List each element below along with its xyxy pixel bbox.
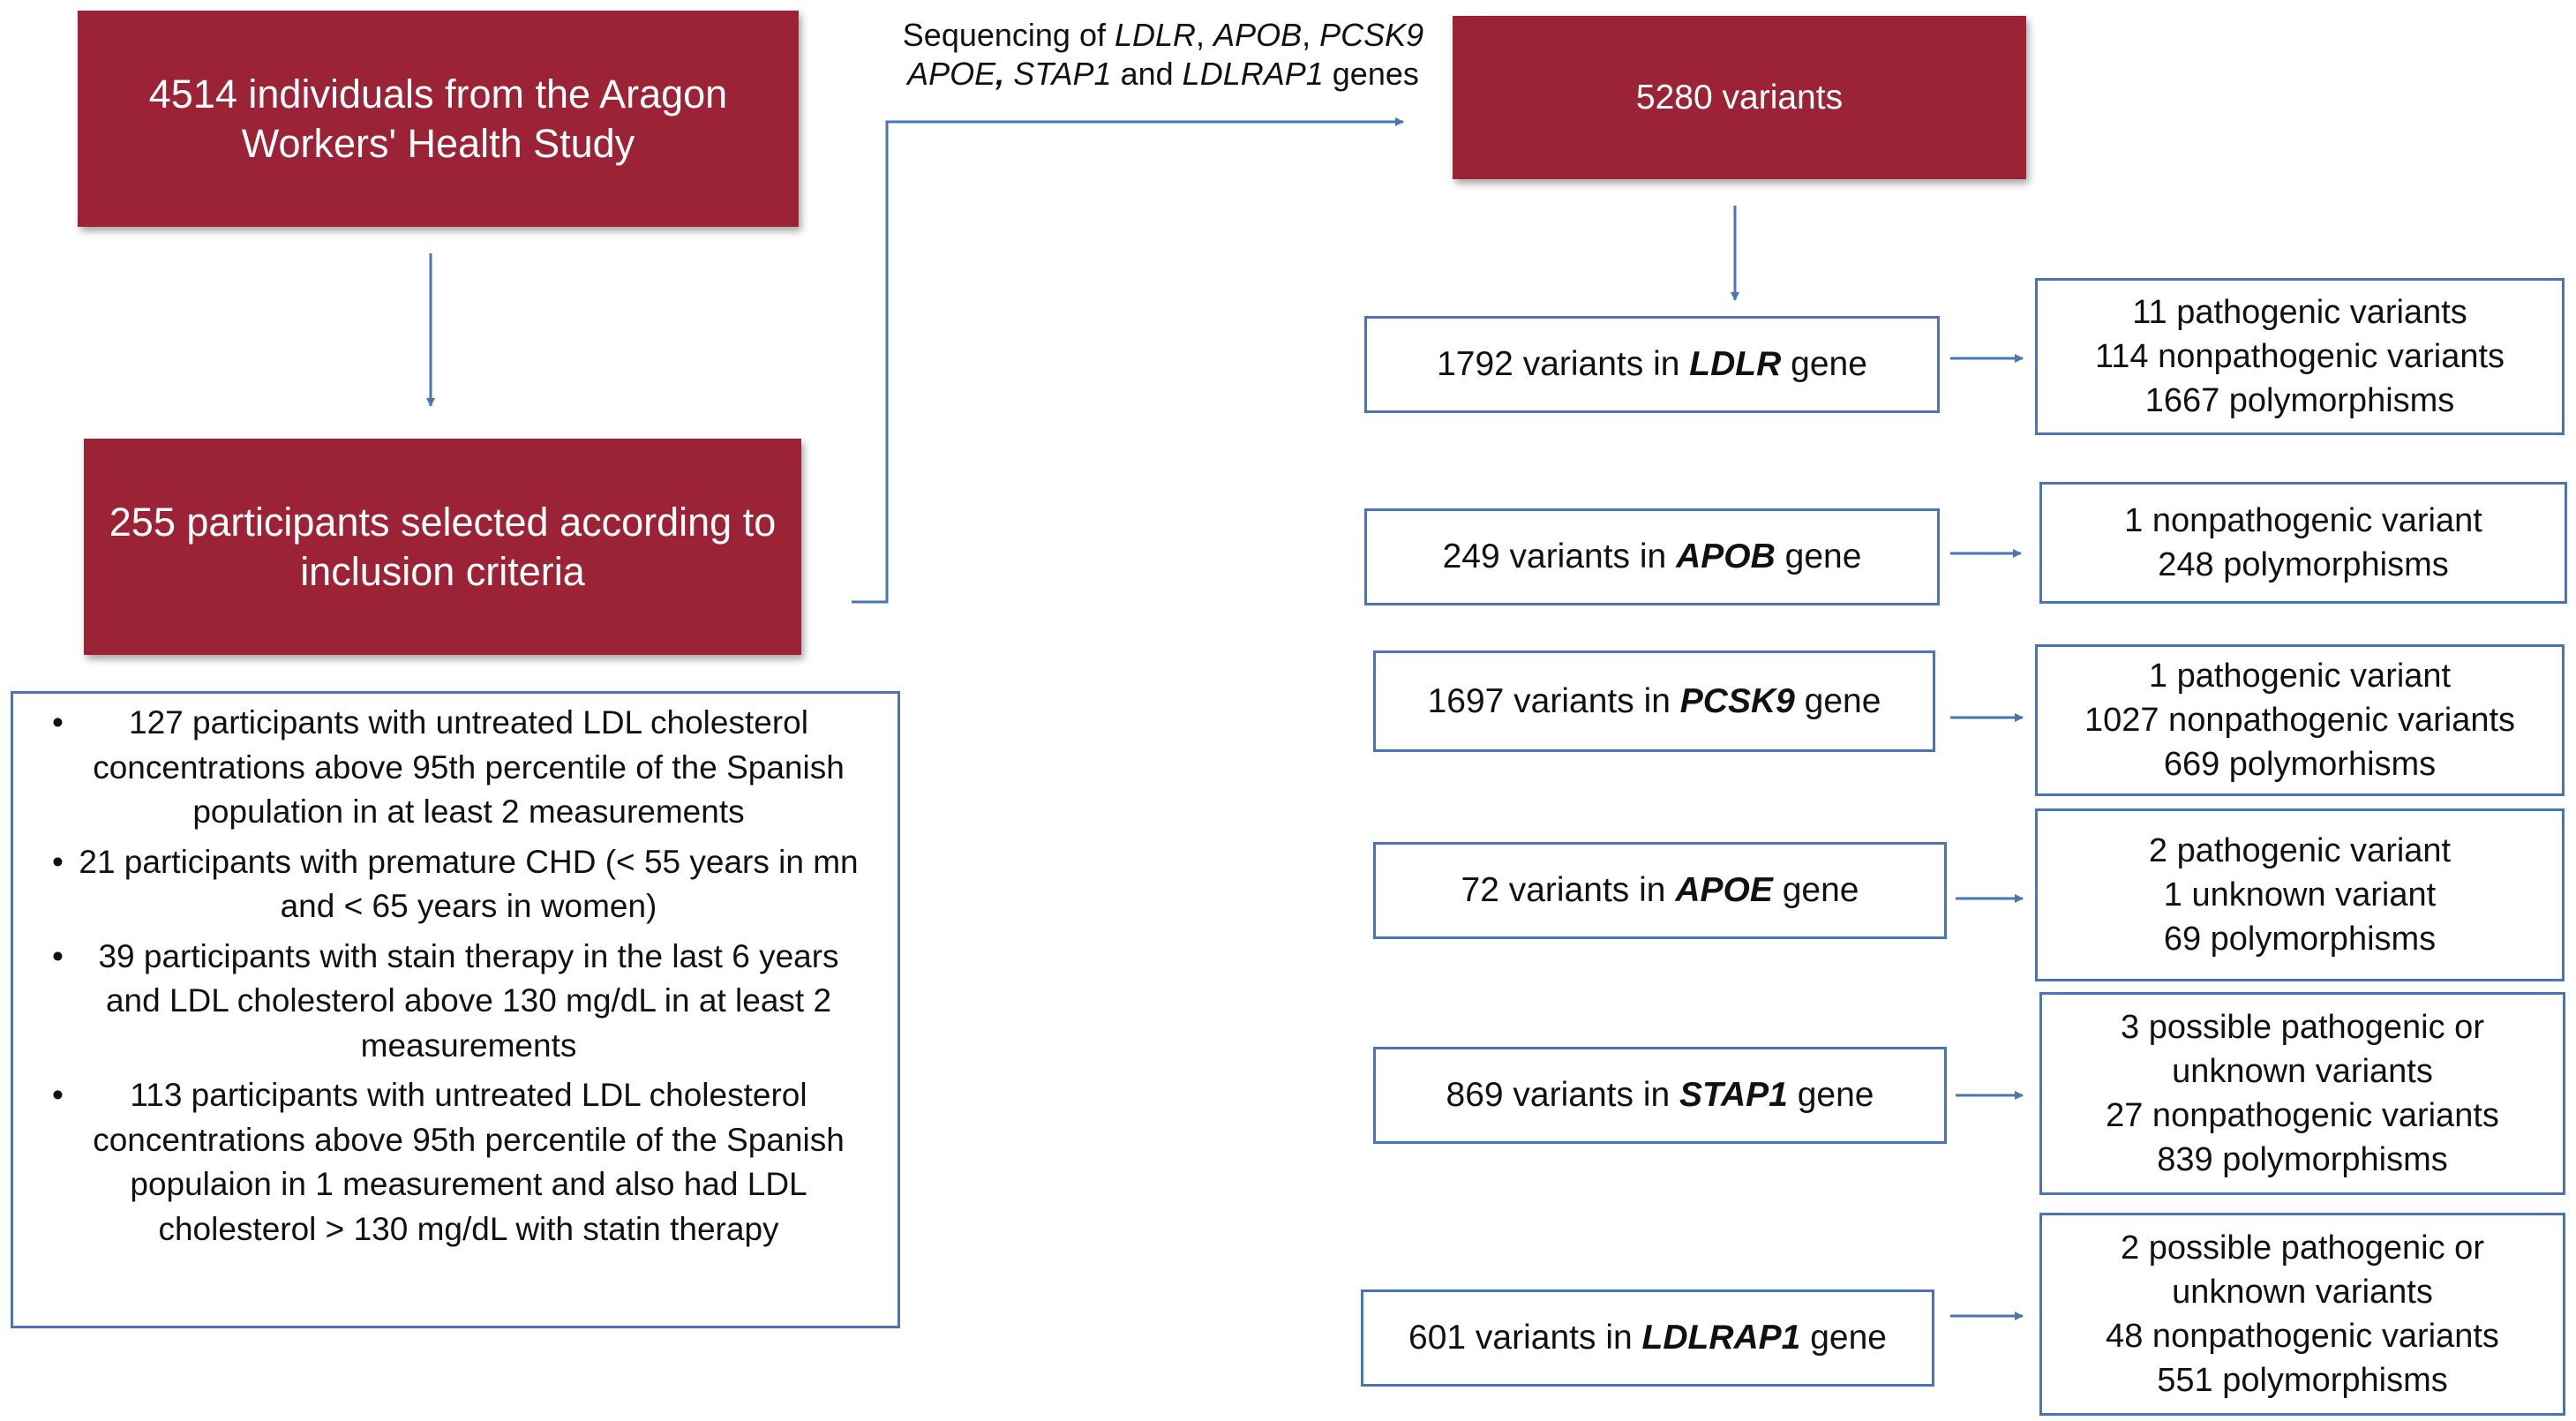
result-box-pcsk9: 1 pathogenic variant 1027 nonpathogenic … — [2035, 644, 2565, 796]
criteria-item: 127 participants with untreated LDL chol… — [40, 701, 862, 835]
gene-box-ldlr: 1792 variants in LDLR gene — [1364, 316, 1940, 413]
arrow-selected-to-variants — [852, 117, 1404, 604]
result-box-apob: 1 nonpathogenic variant 248 polymorphism… — [2039, 482, 2567, 604]
criteria-item: 39 participants with stain therapy in th… — [40, 935, 862, 1069]
result-box-ldlr: 11 pathogenic variants 114 nonpathogenic… — [2035, 278, 2565, 435]
start-box: 4514 individuals from the Aragon Workers… — [78, 11, 799, 227]
criteria-box: 127 participants with untreated LDL chol… — [11, 691, 900, 1328]
gene-box-ldlrap1: 601 variants in LDLRAP1 gene — [1361, 1289, 1934, 1387]
gene-box-apoe: 72 variants in APOE gene — [1373, 842, 1947, 939]
criteria-list: 127 participants with untreated LDL chol… — [40, 701, 862, 1257]
result-box-apoe: 2 pathogenic variant 1 unknown variant 6… — [2035, 808, 2565, 981]
selected-box: 255 participants selected according to i… — [84, 439, 801, 655]
result-box-ldlrap1: 2 possible pathogenic or unknown variant… — [2039, 1213, 2565, 1416]
criteria-item: 113 participants with untreated LDL chol… — [40, 1073, 862, 1252]
variants-box: 5280 variants — [1453, 16, 2026, 179]
result-box-stap1: 3 possible pathogenic or unknown variant… — [2039, 992, 2565, 1195]
gene-box-stap1: 869 variants in STAP1 gene — [1373, 1047, 1947, 1144]
sequencing-label: Sequencing of LDLR, APOB, PCSK9 APOE, ST… — [902, 17, 1424, 92]
gene-box-pcsk9: 1697 variants in PCSK9 gene — [1373, 650, 1935, 752]
criteria-item: 21 participants with premature CHD (< 55… — [40, 840, 862, 929]
gene-box-apob: 249 variants in APOB gene — [1364, 508, 1940, 605]
